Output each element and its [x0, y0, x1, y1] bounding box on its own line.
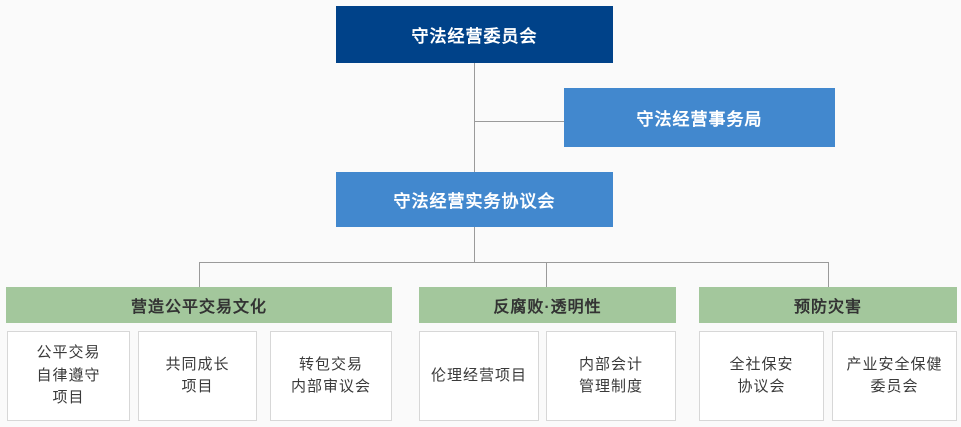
connector-distribution-bar: [199, 262, 829, 263]
connector-drop-group-3: [828, 262, 829, 287]
leaf-ethics-management-program: 伦理经营项目: [419, 331, 539, 421]
connector-council-down: [474, 227, 475, 262]
group-header-disaster-prevention: 预防灾害: [699, 287, 957, 323]
node-practice-council: 守法经营实务协议会: [336, 172, 613, 227]
leaf-mutual-growth-program: 共同成长 项目: [138, 331, 257, 421]
connector-drop-group-1: [199, 262, 200, 287]
node-compliance-committee: 守法经营委员会: [336, 6, 613, 63]
connector-drop-group-2: [546, 262, 547, 287]
group-header-fair-trade-culture: 营造公平交易文化: [6, 287, 392, 323]
leaf-subcontract-internal-review-council: 转包交易 内部审议会: [270, 331, 392, 421]
leaf-fair-trade-self-compliance-program: 公平交易 自律遵守 项目: [7, 331, 130, 421]
node-compliance-bureau: 守法经营事务局: [564, 88, 835, 147]
group-header-anti-corruption-transparency: 反腐败·透明性: [419, 287, 676, 323]
leaf-internal-accounting-system: 内部会计 管理制度: [546, 331, 676, 421]
leaf-industrial-safety-health-committee: 产业安全保健 委员会: [832, 331, 957, 421]
leaf-company-security-council: 全社保安 协议会: [699, 331, 824, 421]
connector-root-to-council: [474, 63, 475, 172]
connector-branch-to-bureau: [474, 121, 564, 122]
